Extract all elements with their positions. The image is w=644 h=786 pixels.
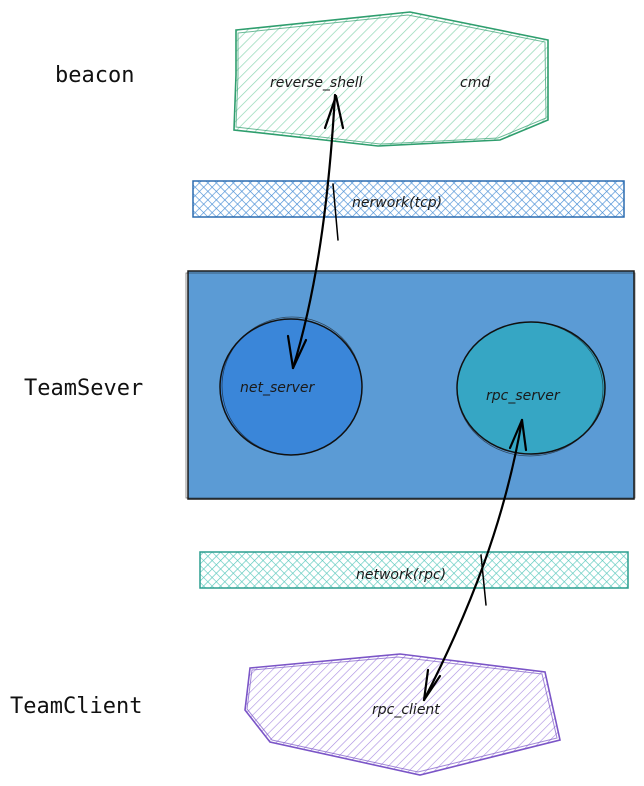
cmd-label: cmd — [460, 75, 490, 91]
teamclient-label: TeamClient — [10, 694, 142, 719]
reverse-shell-label: reverse_shell — [270, 75, 363, 91]
rpc-link-band: network(rpc) — [199, 551, 629, 589]
teamserver-label: TeamSever — [24, 376, 143, 401]
rpc-server-node: rpc_server — [456, 321, 606, 457]
net-server-node: net_server — [219, 316, 363, 456]
tcp-link-label: nerwork(tcp) — [352, 195, 442, 211]
beacon-label: beacon — [55, 63, 134, 88]
tcp-link-band: nerwork(tcp) — [192, 180, 625, 218]
rpc-connection-arrow — [422, 418, 528, 702]
rpc-client-label: rpc_client — [372, 702, 440, 718]
tcp-connection-arrow — [286, 93, 345, 370]
rpc-link-label: network(rpc) — [356, 567, 446, 583]
net-server-label: net_server — [240, 380, 316, 396]
beacon-node: reverse_shell cmd — [233, 11, 549, 147]
rpc-server-label: rpc_server — [486, 388, 561, 404]
teamclient-node: rpc_client — [244, 653, 561, 776]
